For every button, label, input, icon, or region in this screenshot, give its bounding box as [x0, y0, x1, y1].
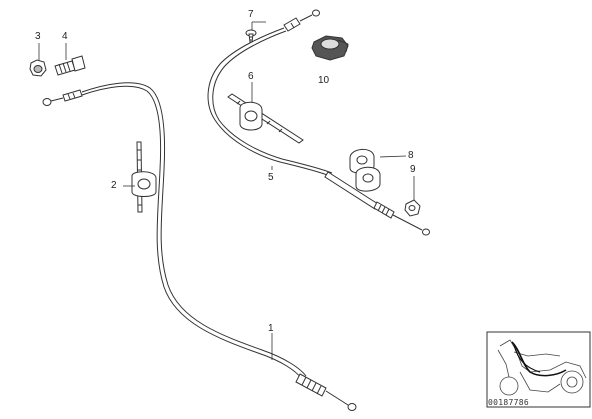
motorcycle-locator-thumbnail	[486, 331, 591, 408]
callout-part-3: 3	[35, 31, 41, 42]
clip-part-9[interactable]	[404, 199, 421, 217]
callout-part-6: 6	[248, 71, 254, 82]
adjusting-screw-part-4[interactable]	[54, 55, 86, 76]
cable-part-5[interactable]	[207, 9, 430, 236]
screw-part-7[interactable]	[245, 29, 257, 43]
nut-part-3[interactable]	[29, 59, 47, 77]
callout-part-1: 1	[268, 323, 274, 334]
cable-tie-part-6[interactable]	[227, 93, 304, 144]
callout-part-4: 4	[62, 31, 68, 42]
cable-holder-part-10[interactable]	[311, 35, 349, 61]
callout-part-9: 9	[410, 164, 416, 175]
callout-part-5: 5	[268, 172, 274, 183]
leader-lines	[38, 21, 415, 360]
callout-part-7: 7	[248, 9, 254, 20]
callout-part-2: 2	[111, 180, 117, 191]
cable-clip-part-2[interactable]	[131, 141, 157, 213]
cable-part-1[interactable]	[42, 82, 357, 411]
diagram-reference-code: 00187786	[488, 398, 529, 407]
double-clip-part-8[interactable]	[349, 149, 381, 192]
callout-part-10: 10	[318, 75, 330, 86]
callout-part-8: 8	[408, 150, 414, 161]
